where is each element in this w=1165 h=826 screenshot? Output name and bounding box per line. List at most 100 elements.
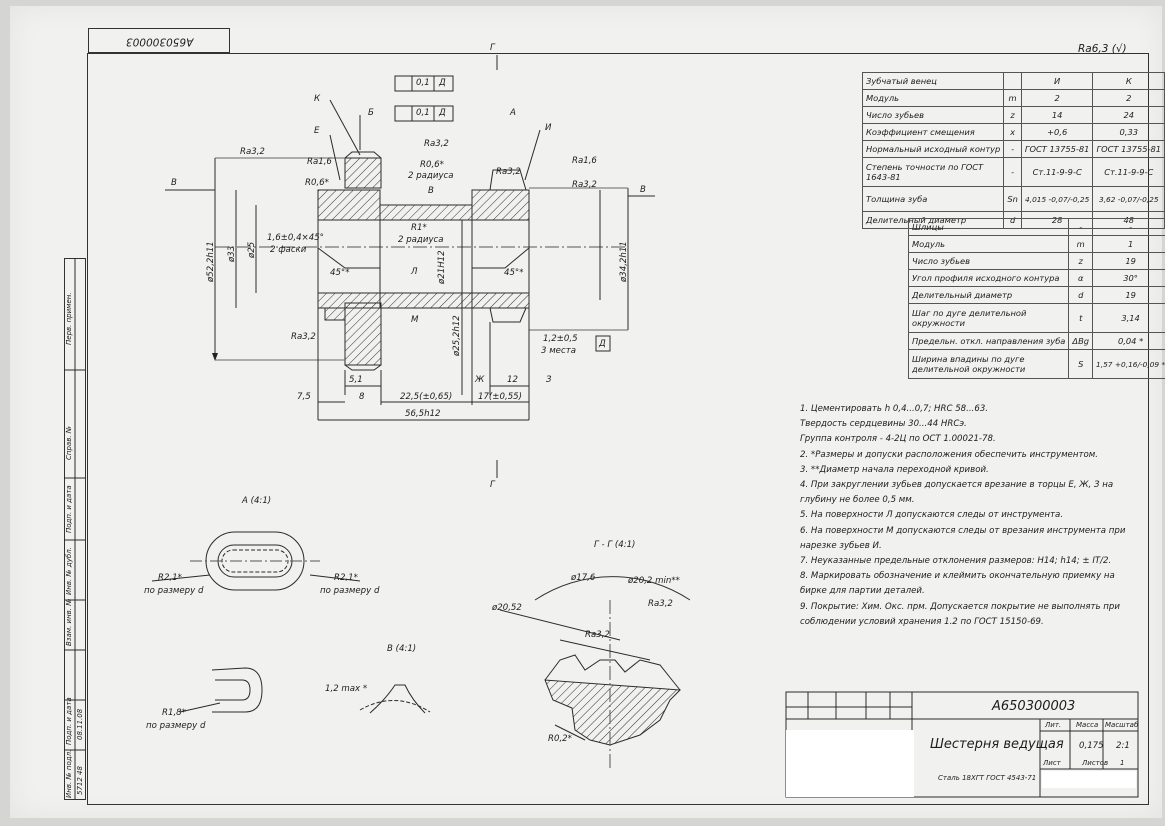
title-doc-number: А650300003 (992, 699, 1076, 714)
table-cell: - (1068, 218, 1094, 236)
table-cell: Шаг по дуге делительной окружности (907, 303, 1070, 333)
radius-note: 2 радиуса (408, 171, 454, 181)
table-cell: 2 (1020, 89, 1094, 107)
section-label: В (640, 185, 646, 195)
datum-box-d: Д (599, 339, 606, 349)
table-cell: z (1003, 106, 1022, 124)
table-cell: И (1020, 72, 1094, 90)
radius-label: R1* (411, 223, 427, 233)
table-row: Нормальный исходный контур- ГОСТ 13755-81… (861, 140, 1165, 158)
table-cell: 4,015 -0,07/-0,25 (1020, 186, 1094, 212)
table-cell: Модуль (861, 89, 1005, 107)
table-cell: 3,14 (1092, 303, 1165, 333)
diameter-label: ø33 (227, 245, 237, 262)
table-cell: α (1068, 269, 1094, 287)
table-cell: x (1003, 123, 1022, 141)
section-label: Г (490, 43, 495, 53)
note-item: 2. *Размеры и допуски расположения обесп… (800, 449, 1098, 460)
table-cell: +0,6 (1020, 123, 1094, 141)
table-cell: 0,04 * (1092, 332, 1165, 350)
table-cell: S (1068, 349, 1094, 379)
surface-label: К (314, 94, 321, 104)
view-b-radius: R1,8* (162, 708, 186, 718)
table-cell: ΔBg (1068, 332, 1094, 350)
section-label: В (428, 186, 434, 196)
roughness-label: Ra3,2 (496, 167, 521, 177)
view-b-note: по размеру d (146, 721, 206, 731)
diameter-label: ø25 (247, 241, 257, 258)
view-b-max: 1,2 max * (325, 684, 368, 694)
table-cell: К (1092, 72, 1165, 90)
angle-label: 45°* (330, 268, 350, 278)
table-cell: Делительный диаметр (907, 286, 1070, 304)
surface-label: А (510, 108, 516, 118)
redacted-area (1042, 771, 1136, 788)
table-cell: - (1003, 157, 1022, 187)
table-cell: m (1068, 235, 1094, 253)
table-cell: Ширина впадины по дуге делительной окруж… (907, 349, 1070, 379)
side-label: Справ. № (65, 425, 73, 460)
tol-value: 0,1 (416, 108, 430, 118)
table-cell: m (1003, 89, 1022, 107)
general-roughness: Ra6,3 (√) (1078, 43, 1127, 55)
table-row: Шлицы-- (907, 218, 1165, 236)
table-cell: ГОСТ 13755-81 (1092, 140, 1165, 158)
table-cell: 1 (1092, 235, 1165, 253)
roughness-label: Ra3,2 (291, 332, 316, 342)
lit-label: Лит. (1045, 721, 1062, 729)
surface-label: М (411, 315, 419, 325)
length-note: 3 места (541, 346, 576, 356)
view-g-radius: R0,2* (548, 734, 572, 744)
side-label: Перв. примен. (65, 292, 73, 345)
doc-number-box (88, 28, 230, 53)
chamfer-label: 1,6±0,4×45° (267, 233, 324, 243)
surface-label: Е (314, 126, 320, 136)
side-label: Инв. № дубл. (65, 547, 73, 595)
view-b-title: В (4:1) (387, 644, 417, 654)
table-cell: 0,33 (1092, 123, 1165, 141)
view-a-title: А (4:1) (242, 496, 272, 506)
table-cell: z (1068, 252, 1094, 270)
sheets-label: Листов (1082, 759, 1109, 767)
table-cell: 2 (1092, 89, 1165, 107)
table-cell: 1,57 +0,16/-0,09 * (1092, 349, 1165, 379)
side-label: Взам. инв. № (65, 598, 73, 646)
radius-note: 2 радиуса (398, 235, 444, 245)
note-item: 9. Покрытие: Хим. Окс. прм. Допускается … (800, 601, 1120, 627)
note-item: 4. При закруглении зубьев допускается вр… (800, 480, 1114, 506)
sheets-value: 1 (1120, 759, 1125, 767)
view-g-roughness: Ra3,2 (585, 630, 610, 640)
diameter-label: ø52,2h11 (206, 241, 216, 282)
table-cell: Шлицы (907, 218, 1070, 236)
surface-label: Ж (475, 375, 485, 385)
technical-notes: 1. Цементировать h 0,4...0,7; HRC 58...6… (800, 402, 1140, 630)
section-label: Г (490, 480, 495, 490)
diameter-label: ø34,2h11 (619, 241, 629, 282)
view-a-note: по размеру d (320, 586, 380, 596)
mass-value: 0,175 (1079, 741, 1104, 751)
table-cell: Нормальный исходный контур (861, 140, 1005, 158)
view-a-note: по размеру d (144, 586, 204, 596)
note-item: 8. Маркировать обозначение и клеймить ок… (800, 571, 1115, 597)
length-label: 5,1 (349, 375, 363, 385)
table-cell: Предельн. откл. направления зуба (907, 332, 1070, 350)
length-label: 12 (507, 375, 518, 385)
table-cell: - (1003, 140, 1022, 158)
length-label: 1,2±0,5 (543, 334, 578, 344)
roughness-label: Ra1,6 (307, 157, 332, 167)
table-cell: t (1068, 303, 1094, 333)
surface-label: Л (411, 267, 418, 277)
side-value: 5712 48 (76, 766, 84, 795)
surface-label: Б (368, 108, 374, 118)
table-cell: Степень точности по ГОСТ 1643-81 (861, 157, 1005, 187)
material: Сталь 18ХГТ ГОСТ 4543-71 (938, 774, 1037, 782)
roughness-label: Ra1,6 (572, 156, 597, 166)
roughness-label: Ra3,2 (424, 139, 449, 149)
chamfer-note: 2 фаски (270, 245, 307, 255)
